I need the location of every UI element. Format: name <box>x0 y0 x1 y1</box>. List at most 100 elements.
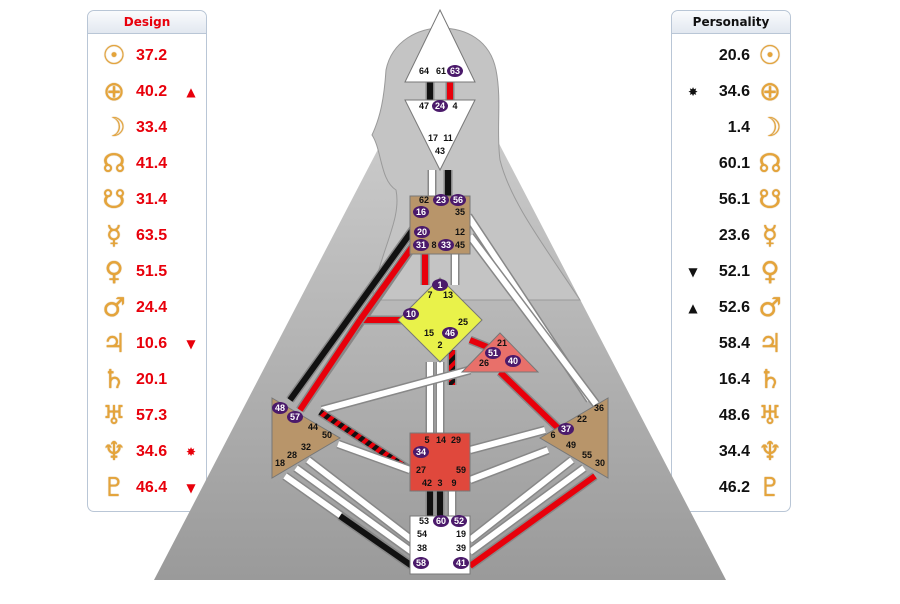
gate-label: 60 <box>436 516 446 526</box>
design-mark: ▼ <box>186 481 196 495</box>
personality-row: 48.6♅ <box>680 398 784 434</box>
personality-value: 16.4 <box>718 371 750 388</box>
channel <box>321 367 471 413</box>
gate-label: 26 <box>479 358 489 368</box>
personality-row: 56.1 ☋ <box>680 182 784 218</box>
personality-row: 16.4♄ <box>680 362 784 398</box>
gate-label: 25 <box>458 317 468 327</box>
north-node-icon: ☊ <box>102 149 126 179</box>
personality-panel: Personality 20.6☉✸34.6⊕1.4☽60.1☊56.1☋23.… <box>671 10 791 512</box>
gate-label: 20 <box>417 227 427 237</box>
center-shape <box>409 432 471 492</box>
design-row: ☽33.4 <box>100 110 198 146</box>
gate-label: 54 <box>417 529 427 539</box>
channel <box>468 457 574 543</box>
personality-row: 1.4 ☽ <box>680 110 784 146</box>
design-value: 51.5 <box>136 263 168 280</box>
channel <box>294 465 414 555</box>
gate-label: 5 <box>424 435 429 445</box>
gate-label: 29 <box>451 435 461 445</box>
personality-value: 56.1 <box>718 191 750 208</box>
personality-row: ✸34.6⊕ <box>680 74 784 110</box>
personality-value: 48.6 <box>718 407 750 424</box>
gate-label: 11 <box>443 133 453 143</box>
personality-row: 34.4 ♆ <box>680 434 784 470</box>
design-panel: Design ☉37.2⊕40.2▲☽33.4☊41.4☋31.4☿63.5♀5… <box>87 10 207 512</box>
personality-value: 60.1 <box>718 155 750 172</box>
design-row: ⊕40.2▲ <box>100 74 198 110</box>
design-row: ♂24.4 <box>100 290 198 326</box>
gate-label: 14 <box>436 435 446 445</box>
channel <box>468 473 597 569</box>
personality-value: 52.6 <box>718 299 750 316</box>
gate-active-marker <box>403 308 419 320</box>
design-row: ♀51.5 <box>100 254 198 290</box>
design-panel-title: Design <box>88 11 206 34</box>
design-row: ☋31.4 <box>100 182 198 218</box>
personality-value: 23.6 <box>718 227 750 244</box>
gate-label: 34 <box>416 447 426 457</box>
design-value: 37.2 <box>136 47 168 64</box>
design-value: 57.3 <box>136 407 168 424</box>
personality-row: 46.2♇ <box>680 470 784 506</box>
mars-icon: ♂ <box>102 293 126 323</box>
gate-active-marker <box>413 206 429 218</box>
gate-label: 3 <box>437 478 442 488</box>
gate-label: 23 <box>436 195 446 205</box>
personality-value: 34.6 <box>718 83 750 100</box>
gate-label: 55 <box>582 450 592 460</box>
gate-label: 42 <box>422 478 432 488</box>
personality-value: 1.4 <box>727 119 750 136</box>
neptune-icon: ♆ <box>758 437 782 467</box>
gate-label: 39 <box>456 543 466 553</box>
uranus-icon: ♅ <box>102 401 126 431</box>
neptune-icon: ♆ <box>102 437 126 467</box>
gate-label: 61 <box>436 66 446 76</box>
gate-label: 13 <box>443 290 453 300</box>
gate-active-marker <box>485 347 501 359</box>
gate-label: 17 <box>428 133 438 143</box>
personality-row: ▼52.1♀ <box>680 254 784 290</box>
channel <box>497 369 563 433</box>
personality-value: 20.6 <box>718 47 750 64</box>
center-shape <box>539 397 609 479</box>
gate-label: 40 <box>508 356 518 366</box>
earth-icon: ⊕ <box>103 77 125 107</box>
gate-label: 62 <box>419 195 429 205</box>
moon-icon: ☽ <box>758 113 782 143</box>
saturn-icon: ♄ <box>102 365 126 395</box>
gate-label: 49 <box>566 440 576 450</box>
design-mark: ▲ <box>186 85 196 99</box>
design-value: 33.4 <box>136 119 168 136</box>
mercury-icon: ☿ <box>106 221 122 251</box>
personality-value: 34.4 <box>718 443 750 460</box>
gate-label: 16 <box>416 207 426 217</box>
gate-label: 58 <box>416 558 426 568</box>
design-row: ♇46.4▼ <box>100 470 198 506</box>
gate-label: 46 <box>445 328 455 338</box>
gate-label: 43 <box>435 146 445 156</box>
channel <box>336 441 412 473</box>
gate-active-marker <box>272 402 288 414</box>
personality-mark: ▲ <box>688 301 698 315</box>
gate-label: 12 <box>455 227 465 237</box>
design-row: ♃10.6▼ <box>100 326 198 362</box>
personality-row: 58.4♃ <box>680 326 784 362</box>
design-mark: ▼ <box>186 337 196 351</box>
gate-active-marker <box>413 557 429 569</box>
design-value: 34.6 <box>136 443 168 460</box>
gate-label: 37 <box>561 424 571 434</box>
gate-label: 59 <box>456 465 466 475</box>
gate-label: 31 <box>416 240 426 250</box>
gate-label: 51 <box>488 348 498 358</box>
south-node-icon: ☋ <box>758 185 782 215</box>
gate-label: 27 <box>416 465 426 475</box>
design-value: 10.6 <box>136 335 168 352</box>
gate-active-marker <box>450 194 466 206</box>
mercury-icon: ☿ <box>762 221 778 251</box>
